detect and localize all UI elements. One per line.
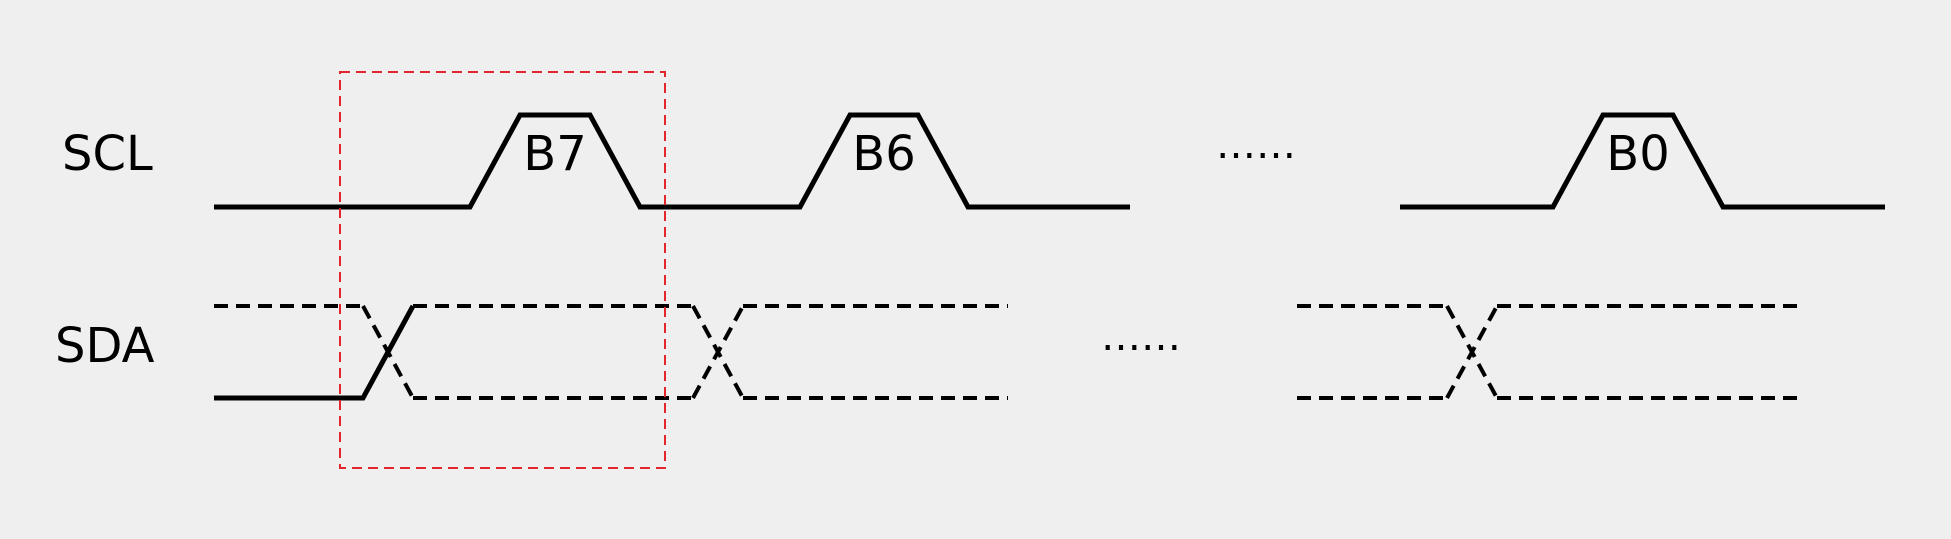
sda-transition-3-b	[1445, 305, 1499, 399]
bit-label-b7: B7	[523, 126, 586, 182]
scl-waveform-end	[1400, 112, 1885, 210]
bit-label-b0: B0	[1606, 126, 1669, 182]
sda-transition-1-falling	[361, 305, 415, 399]
bit-label-b6: B6	[852, 126, 915, 182]
sda-ellipsis: ……	[1101, 314, 1181, 360]
b7-highlight-box	[339, 71, 666, 469]
scl-label: SCL	[62, 126, 153, 182]
scl-waveform-main	[214, 112, 1130, 210]
sda-transition-2-b	[691, 305, 745, 399]
sda-label: SDA	[55, 318, 155, 374]
scl-ellipsis: ……	[1216, 122, 1296, 168]
sda-initial-low	[214, 304, 416, 401]
